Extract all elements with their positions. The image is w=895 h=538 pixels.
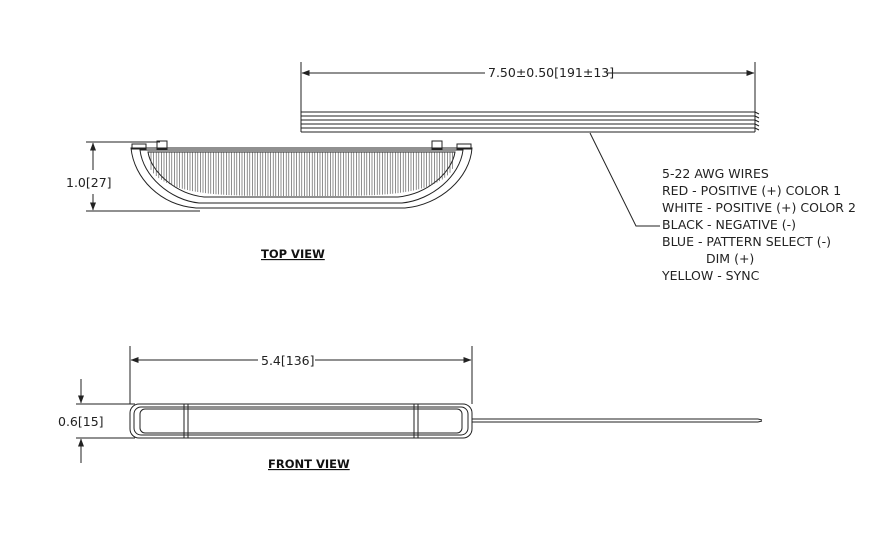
wire-note-black: BLACK - NEGATIVE (-) — [662, 217, 796, 232]
top-height-dimension: 1.0[27] — [66, 175, 112, 190]
top-view-drawing — [60, 140, 473, 212]
wire-note-gauge: 5-22 AWG WIRES — [662, 166, 769, 181]
front-height-dimension: 0.6[15] — [58, 414, 104, 429]
wire-note-white: WHITE - POSITIVE (+) COLOR 2 — [662, 200, 856, 215]
front-width-dimension: 5.4[136] — [261, 353, 315, 368]
wire-length-dimension: 7.50±0.50[191±13] — [488, 65, 614, 80]
front-view-drawing — [76, 346, 763, 463]
top-view-title: TOP VIEW — [261, 247, 325, 261]
front-view-title: FRONT VIEW — [268, 457, 350, 471]
wire-note-red: RED - POSITIVE (+) COLOR 1 — [662, 183, 841, 198]
wire-leader-line — [589, 132, 660, 227]
wire-bundle — [300, 62, 760, 133]
wire-note-blue: BLUE - PATTERN SELECT (-) — [662, 234, 831, 249]
wire-note-dim: DIM (+) — [706, 251, 754, 266]
wire-note-yellow: YELLOW - SYNC — [661, 268, 760, 283]
wire-notes: 5-22 AWG WIRES RED - POSITIVE (+) COLOR … — [661, 166, 856, 283]
